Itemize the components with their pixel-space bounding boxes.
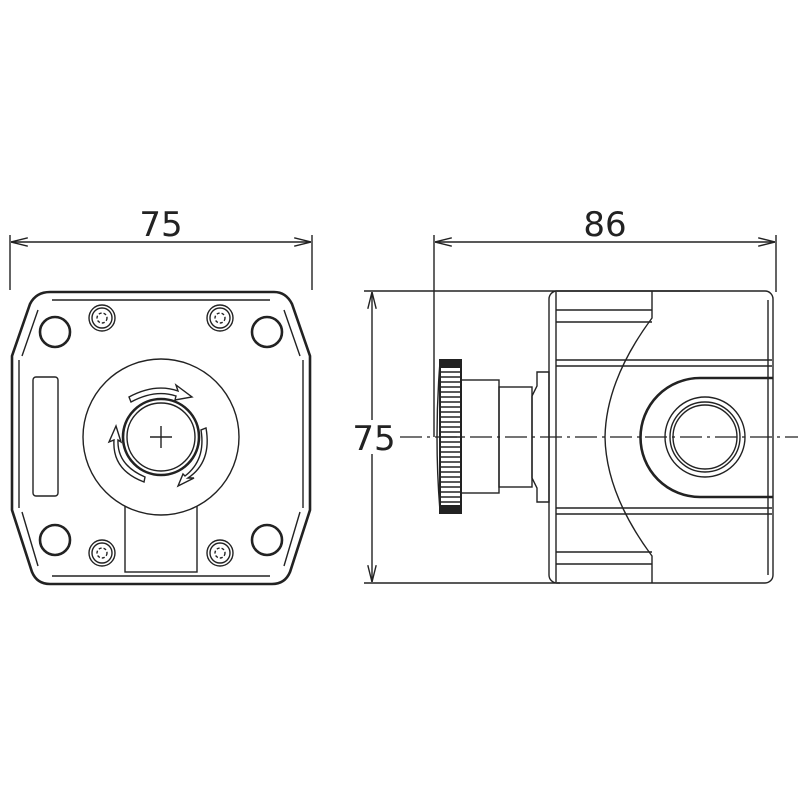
width-dimension-label: 75 bbox=[139, 205, 182, 245]
height-dimension-label: 75 bbox=[352, 419, 395, 459]
rotate-arrows-icon bbox=[107, 383, 208, 488]
mounting-holes bbox=[38, 315, 284, 557]
width-dimension: 75 bbox=[9, 205, 313, 290]
depth-dimension: 86 bbox=[433, 205, 777, 437]
depth-dimension-label: 86 bbox=[583, 205, 626, 245]
screws bbox=[88, 304, 234, 567]
side-view: 86 75 bbox=[352, 205, 798, 584]
push-button bbox=[121, 397, 201, 477]
height-dimension: 75 bbox=[352, 290, 700, 584]
torx-screw-icon bbox=[88, 304, 116, 332]
torx-screw-icon bbox=[88, 539, 116, 567]
center-cross-icon bbox=[150, 426, 172, 448]
enclosure-outline bbox=[10, 290, 312, 586]
front-view: 75 bbox=[9, 205, 313, 586]
mounting-hole bbox=[38, 523, 72, 557]
mounting-hole bbox=[250, 523, 284, 557]
torx-screw-icon bbox=[206, 304, 234, 332]
torx-screw-icon bbox=[206, 539, 234, 567]
mounting-hole bbox=[38, 315, 72, 349]
button-flange bbox=[531, 371, 550, 503]
label-slot bbox=[32, 376, 59, 497]
mounting-hole bbox=[250, 315, 284, 349]
side-port-recess bbox=[639, 376, 773, 499]
